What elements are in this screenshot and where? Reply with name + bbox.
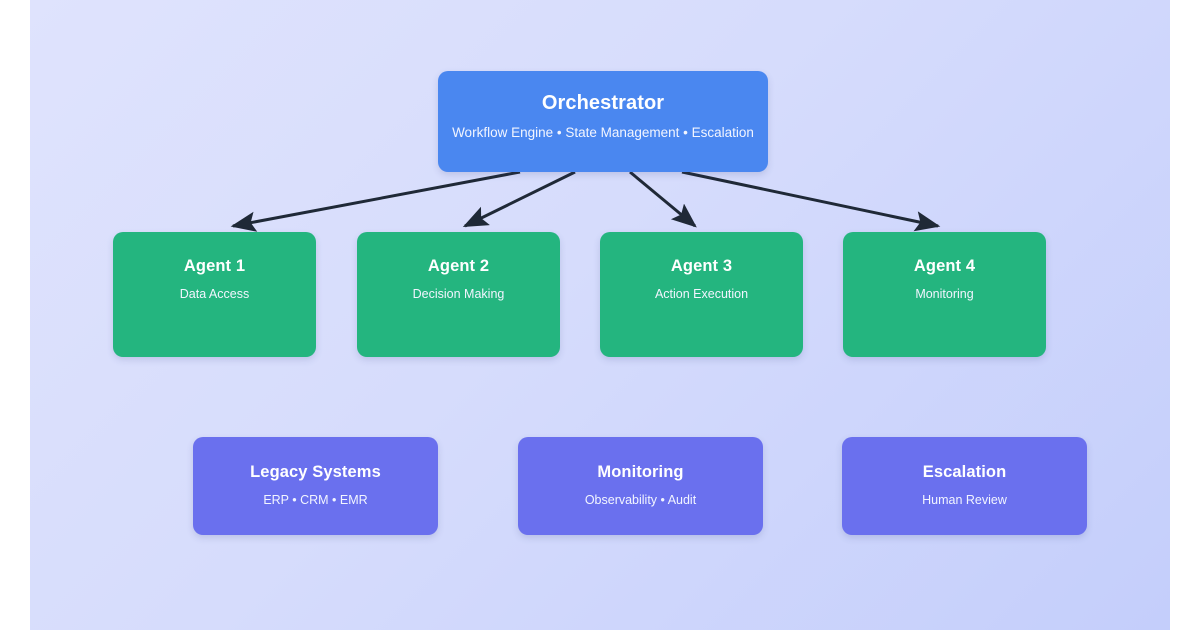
node-monitoring[interactable]: Monitoring Observability • Audit: [518, 437, 763, 535]
connector-orchestrator-to-agent-2: [462, 170, 576, 228]
agent-1-title: Agent 1: [183, 257, 246, 275]
agent-3-subtitle: Action Execution: [654, 287, 749, 301]
node-agent-1[interactable]: Agent 1 Data Access: [113, 232, 316, 357]
monitoring-subtitle: Observability • Audit: [584, 493, 697, 507]
orchestrator-title: Orchestrator: [541, 92, 665, 114]
node-agent-4[interactable]: Agent 4 Monitoring: [843, 232, 1046, 357]
escalation-subtitle: Human Review: [922, 493, 1007, 507]
escalation-title: Escalation: [922, 463, 1007, 481]
orchestrator-subtitle: Workflow Engine • State Management • Esc…: [452, 125, 754, 140]
diagram-canvas: Orchestrator Workflow Engine • State Man…: [30, 0, 1170, 630]
agent-4-subtitle: Monitoring: [915, 287, 974, 301]
connector-orchestrator-to-agent-3: [629, 170, 697, 228]
node-legacy-systems[interactable]: Legacy Systems ERP • CRM • EMR: [193, 437, 438, 535]
agent-2-subtitle: Decision Making: [412, 287, 505, 301]
agent-4-title: Agent 4: [913, 257, 976, 275]
node-agent-2[interactable]: Agent 2 Decision Making: [357, 232, 560, 357]
legacy-systems-subtitle: ERP • CRM • EMR: [263, 493, 368, 507]
node-orchestrator[interactable]: Orchestrator Workflow Engine • State Man…: [438, 71, 768, 172]
agent-2-title: Agent 2: [427, 257, 490, 275]
agent-1-subtitle: Data Access: [179, 287, 250, 301]
connector-orchestrator-to-agent-4: [681, 170, 941, 232]
agent-3-title: Agent 3: [670, 257, 733, 275]
legacy-systems-title: Legacy Systems: [250, 463, 381, 481]
connector-orchestrator-to-agent-1: [230, 170, 521, 232]
node-agent-3[interactable]: Agent 3 Action Execution: [600, 232, 803, 357]
node-escalation[interactable]: Escalation Human Review: [842, 437, 1087, 535]
monitoring-title: Monitoring: [597, 463, 684, 481]
